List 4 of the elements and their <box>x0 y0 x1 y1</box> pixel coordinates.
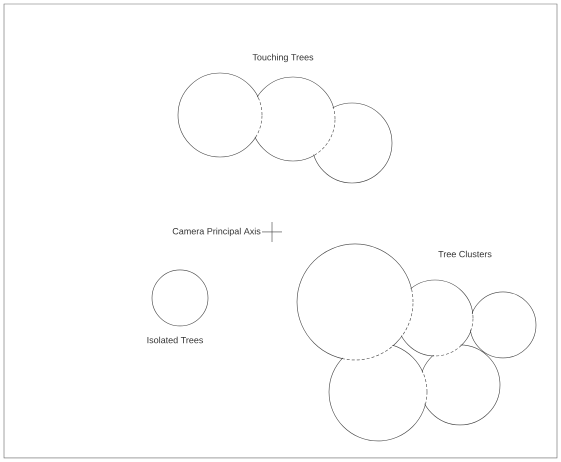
text-label: Touching Trees <box>252 54 314 62</box>
text-label: Camera Principal Axis <box>172 228 260 236</box>
text-label: Isolated Trees <box>148 336 204 344</box>
text-label: Tree Clusters <box>438 250 492 258</box>
